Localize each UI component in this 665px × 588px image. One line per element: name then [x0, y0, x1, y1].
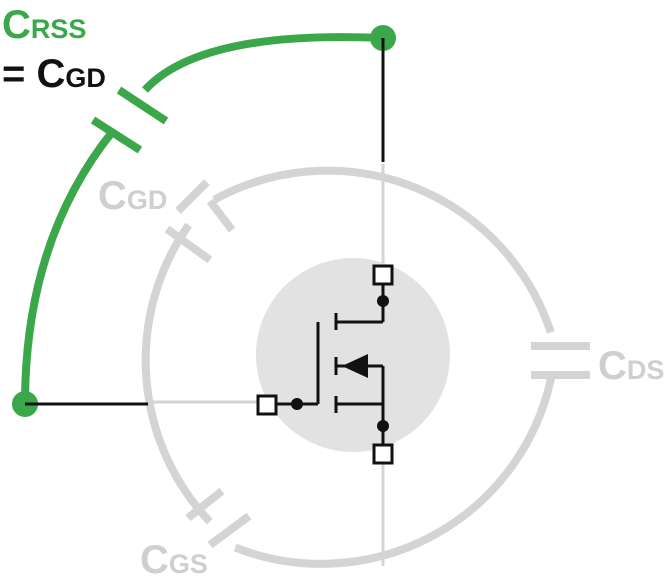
crss-equals-cgd-label: = CGD [2, 52, 106, 96]
external-wires [25, 38, 385, 406]
body-diode-arrow [342, 354, 368, 378]
crss-label: CRSS [2, 3, 87, 47]
drain-junction [377, 295, 389, 307]
ring-arc-top [212, 166, 555, 334]
gate-terminal [256, 394, 278, 416]
cgd-capacitor [164, 179, 236, 264]
crss-arc [21, 33, 384, 405]
source-terminal [372, 443, 394, 465]
ring-wires [150, 164, 385, 566]
cds-capacitor [531, 342, 590, 379]
cgd-label: CGD [98, 174, 168, 218]
gate-junction [291, 398, 303, 410]
device-background [256, 258, 450, 452]
cds-label: CDS [598, 344, 665, 388]
cgs-capacitor [185, 487, 252, 549]
ring-arc-left [141, 222, 213, 525]
source-junction [377, 420, 389, 432]
drain-terminal [372, 264, 394, 286]
capacitor-ring [141, 166, 556, 568]
ring-arc-bottom [233, 376, 556, 568]
cgs-label: CGS [140, 538, 208, 582]
crss-capacitor [90, 86, 169, 154]
